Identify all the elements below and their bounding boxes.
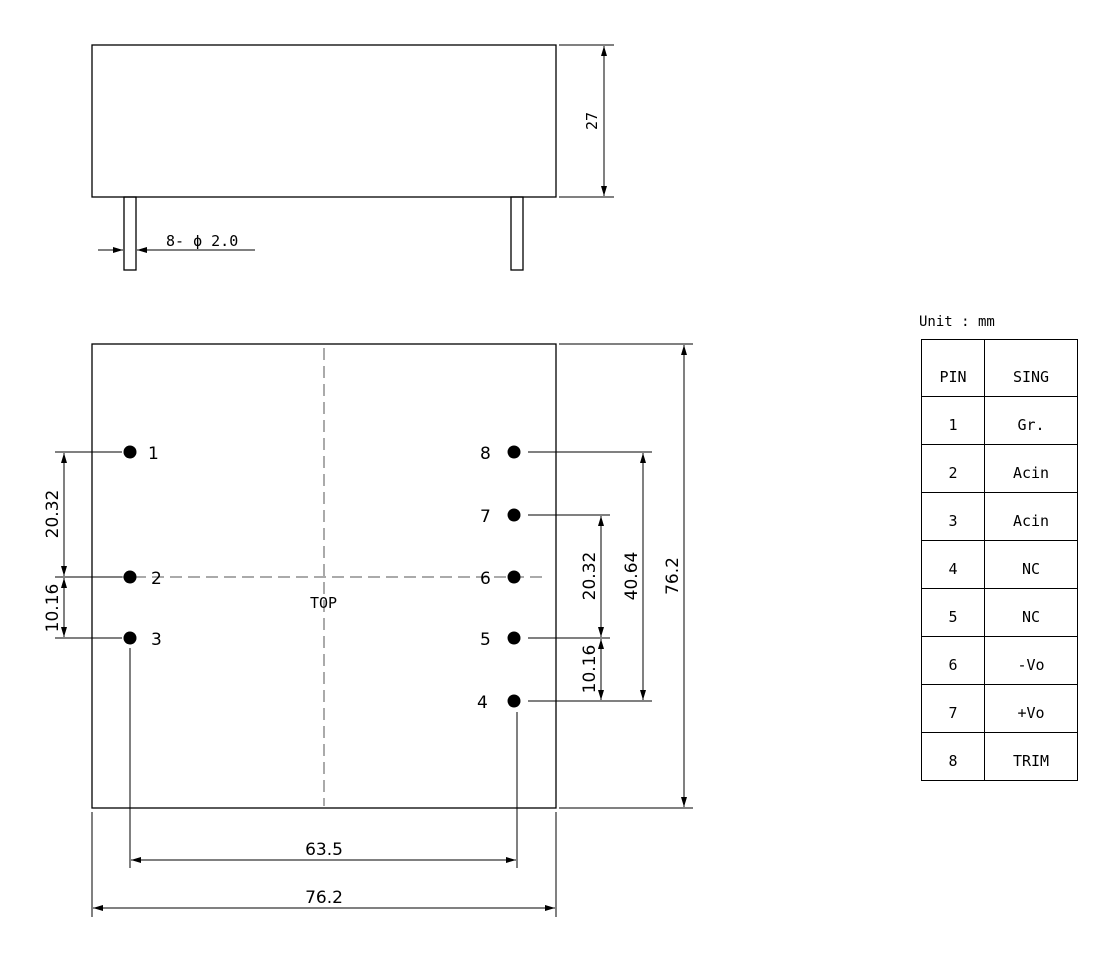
pin-5-label: 5 xyxy=(480,630,491,650)
signal-cell: Acin xyxy=(984,444,1078,493)
pin-2-label: 2 xyxy=(151,569,162,589)
pin-3-label: 3 xyxy=(151,630,162,650)
left-upper-dimension-label: 20.32 xyxy=(43,490,63,539)
pin-7-dot xyxy=(507,508,521,522)
overall-width-dimension-label: 76.2 xyxy=(305,888,343,908)
pin-1-dot xyxy=(123,445,137,459)
right-span-dimension-label: 40.64 xyxy=(622,552,642,601)
pin-2-dot xyxy=(123,570,137,584)
signal-cell: -Vo xyxy=(984,636,1078,685)
top-view-body xyxy=(91,343,557,809)
pin-diameter-label: 8- ϕ 2.0 xyxy=(166,232,238,250)
pin-4-dot xyxy=(507,694,521,708)
signal-cell: NC xyxy=(984,540,1078,589)
signal-cell: Acin xyxy=(984,492,1078,541)
signal-cell: NC xyxy=(984,588,1078,637)
pin-number-cell: 1 xyxy=(921,396,985,445)
pin-6-label: 6 xyxy=(480,569,491,589)
pin-number-cell: 4 xyxy=(921,540,985,589)
pin-3-dot xyxy=(123,631,137,645)
pin-7-label: 7 xyxy=(480,507,491,527)
top-label: TOP xyxy=(310,594,337,612)
left-lower-dimension-label: 10.16 xyxy=(43,584,63,633)
right-upper-dimension-label: 20.32 xyxy=(580,552,600,601)
top-view: TOP 1 2 3 8 7 6 5 4 20.32 10.16 xyxy=(43,343,693,917)
pin-6-dot xyxy=(507,570,521,584)
side-view-body xyxy=(91,44,557,198)
side-view: 27 8- ϕ 2.0 xyxy=(91,44,614,271)
right-lower-dimension-label: 10.16 xyxy=(580,645,600,694)
pin-8-label: 8 xyxy=(480,444,491,464)
signal-cell: TRIM xyxy=(984,732,1078,781)
table-row: 7+Vo xyxy=(921,684,1078,733)
pin-number-cell: 5 xyxy=(921,588,985,637)
pin-number-cell: 3 xyxy=(921,492,985,541)
pin-number-cell: 2 xyxy=(921,444,985,493)
height-dimension-label: 27 xyxy=(583,112,601,130)
pin-5-dot xyxy=(507,631,521,645)
pin-number-cell: 7 xyxy=(921,684,985,733)
table-row: 6-Vo xyxy=(921,636,1078,685)
pin-column-header: PIN xyxy=(921,339,985,397)
pin-8-dot xyxy=(507,445,521,459)
side-view-pin-left xyxy=(123,196,137,271)
signal-column-header: SING xyxy=(984,339,1078,397)
overall-height-dimension-label: 76.2 xyxy=(663,557,683,595)
pin-table-header: PIN SING xyxy=(921,339,1078,397)
side-view-pin-right xyxy=(510,196,524,271)
pin-span-dimension-label: 63.5 xyxy=(305,840,343,860)
pin-number-cell: 6 xyxy=(921,636,985,685)
unit-label: Unit : mm xyxy=(919,314,995,330)
pin-number-cell: 8 xyxy=(921,732,985,781)
signal-cell: +Vo xyxy=(984,684,1078,733)
signal-cell: Gr. xyxy=(984,396,1078,445)
pin-4-label: 4 xyxy=(477,693,488,713)
pin-1-label: 1 xyxy=(148,444,159,464)
